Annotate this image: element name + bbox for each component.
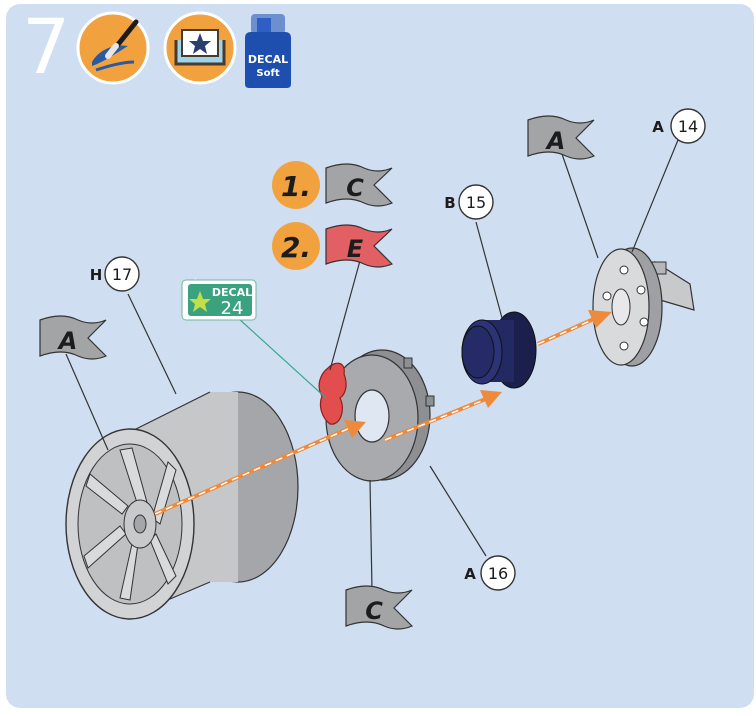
part-sprue-letter: A — [652, 118, 664, 136]
color-flag-disc: C — [345, 585, 414, 630]
brake-disc-part-a16 — [325, 349, 435, 482]
paint-order-number: 1. — [281, 170, 311, 203]
part-number: 14 — [678, 117, 698, 136]
paint-order-1: 1. C — [272, 161, 394, 209]
paint-color-code: E — [347, 235, 364, 263]
step-number: 7 — [22, 2, 71, 91]
part-callout-a16: A 16 — [464, 555, 516, 591]
flag-letter: A — [57, 327, 78, 355]
flag-letter: C — [365, 597, 383, 625]
decal-water-tray-icon — [163, 11, 237, 85]
decal-soft-label-line2: Soft — [256, 68, 279, 79]
part-callout-b15: B 15 — [444, 184, 494, 220]
decal-soft-bottle-icon: DECAL Soft — [245, 14, 291, 88]
part-number: 16 — [488, 564, 508, 583]
color-flag-wheel: A — [39, 315, 108, 360]
hub-part-a14 — [592, 247, 695, 367]
bushing-part-b15 — [461, 311, 537, 389]
decal-soft-label-line1: DECAL — [248, 53, 288, 66]
flag-letter: A — [545, 127, 566, 155]
paintbrush-icon — [76, 11, 150, 85]
assembly-arrow — [384, 390, 502, 442]
star-icon — [189, 291, 211, 312]
decal-24-tag: DECAL 24 — [181, 278, 257, 321]
part-sprue-letter: A — [464, 565, 476, 583]
decal-leader-line — [237, 317, 327, 399]
wheel-rim-part-h17 — [65, 391, 299, 620]
paint-order-number: 2. — [281, 231, 311, 264]
decal-tag-label: DECAL — [212, 286, 252, 299]
brake-caliper — [318, 362, 347, 425]
paint-order-2: 2. E — [272, 222, 394, 270]
paint-color-code: C — [346, 174, 364, 202]
part-callout-h17: H 17 — [90, 256, 140, 292]
color-flag-hub: A — [527, 115, 596, 160]
assembly-arrow — [154, 420, 366, 516]
part-sprue-letter: B — [444, 194, 455, 212]
part-number: 15 — [466, 193, 486, 212]
part-number: 17 — [112, 265, 132, 284]
decal-number: 24 — [221, 298, 244, 319]
part-callout-a14: A 14 — [652, 108, 706, 144]
part-sprue-letter: H — [90, 266, 103, 284]
assembly-arrow — [537, 310, 612, 346]
leader-lines — [65, 139, 679, 591]
